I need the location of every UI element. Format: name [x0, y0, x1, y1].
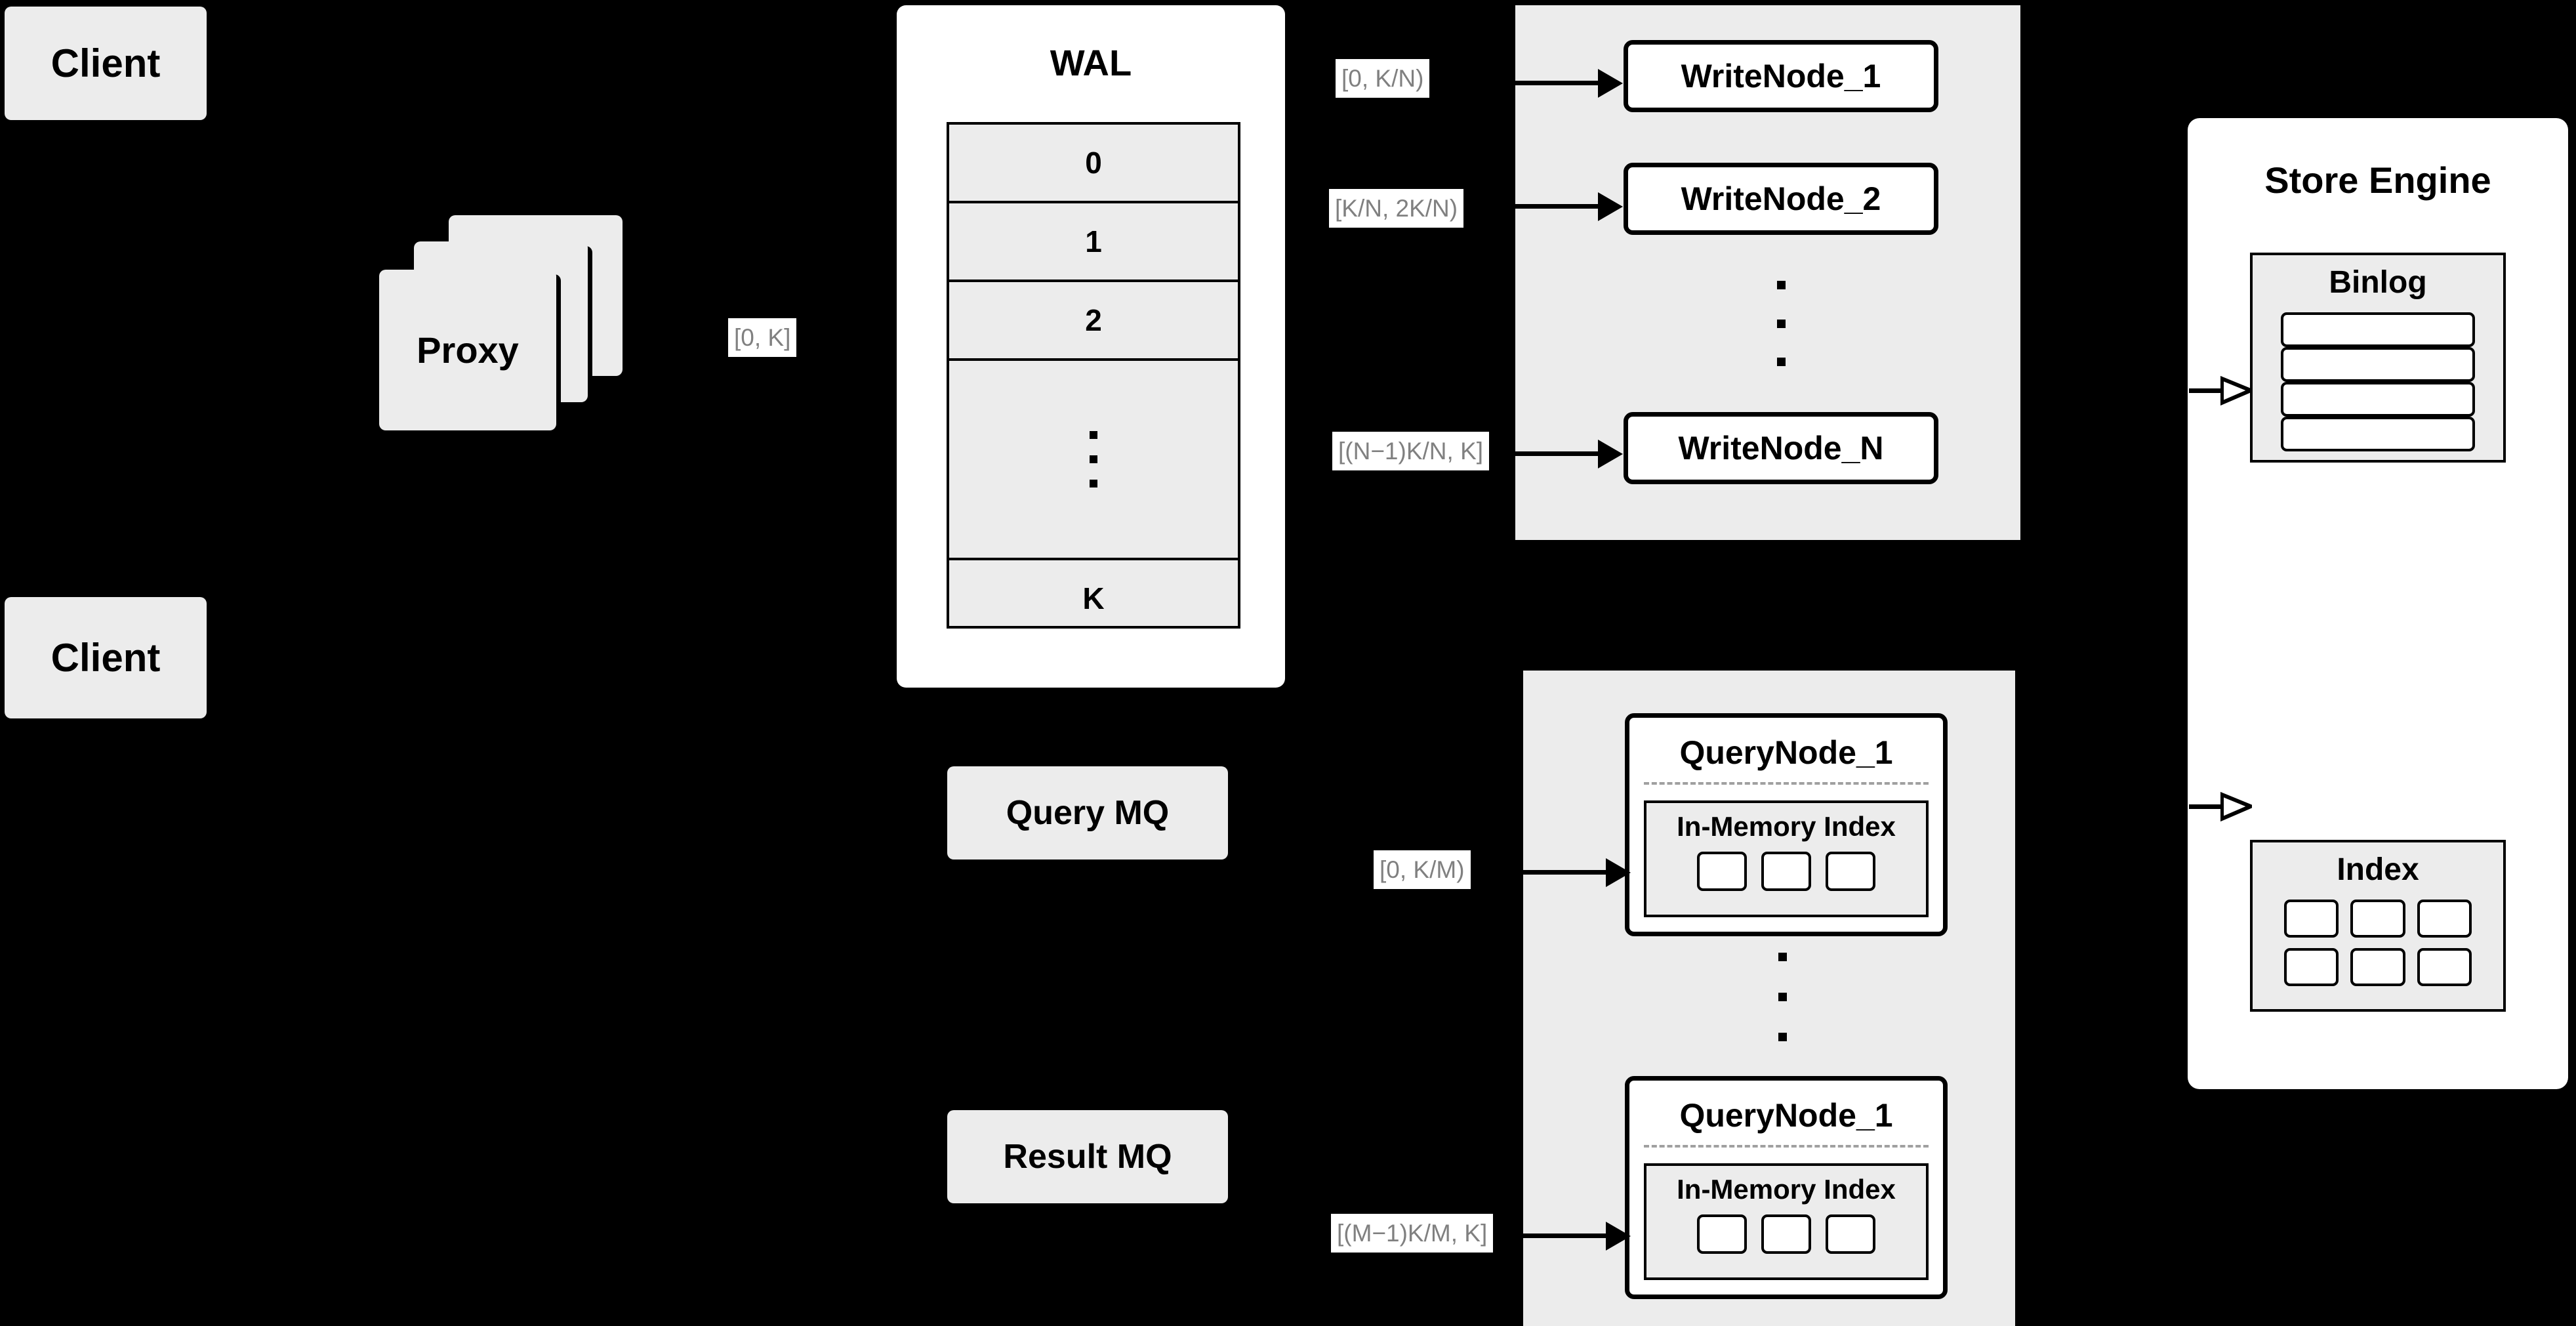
query-node-m-separator: [1644, 1145, 1929, 1148]
arrow-line-writenode-n: [1509, 451, 1599, 456]
write-node-n-label: WriteNode_N: [1678, 430, 1884, 466]
index-grid-cell: [2350, 948, 2405, 986]
index-cell: [1826, 852, 1875, 891]
index-grid-cell: [2284, 900, 2339, 938]
binlog-row: [2281, 417, 2475, 451]
write-node-1[interactable]: WriteNode_1: [1624, 40, 1938, 112]
edge-label-querynode-m: [(M−1)K/M, K]: [1331, 1214, 1494, 1253]
edge-label-writenode-2: [K/N, 2K/N): [1329, 189, 1464, 228]
wal-row-k: K: [1082, 581, 1105, 615]
arrow-line-binlog: [2189, 388, 2223, 393]
edge-label-writenode-1: [0, K/N): [1336, 59, 1430, 98]
client-box-2[interactable]: Client: [5, 597, 207, 718]
result-mq-box[interactable]: Result MQ: [947, 1110, 1228, 1203]
store-engine-panel: Store Engine Binlog Index: [2188, 118, 2568, 1089]
index-grid-cell: [2284, 948, 2339, 986]
arrow-head-binlog-open: [2220, 376, 2252, 405]
arrow-head-index-open: [2220, 792, 2252, 821]
binlog-row: [2281, 347, 2475, 382]
write-node-ellipsis: [1768, 281, 1794, 366]
store-engine-title: Store Engine: [2264, 159, 2491, 201]
arrow-line-writenode-1: [1509, 81, 1599, 85]
ellipsis-dot: [1776, 281, 1786, 289]
index-cell: [1697, 1214, 1747, 1254]
index-grid-cell: [2417, 900, 2472, 938]
arrow-head-writenode-n: [1598, 440, 1623, 468]
arrow-head-writenode-2: [1598, 192, 1623, 221]
query-node-m[interactable]: QueryNode_1 In-Memory Index: [1625, 1076, 1948, 1299]
query-node-1-separator: [1644, 782, 1929, 785]
query-mq-label: Query MQ: [1006, 794, 1170, 832]
binlog-row: [2281, 382, 2475, 417]
wal-row-1: 1: [949, 203, 1238, 282]
ellipsis-dot: [1778, 993, 1787, 1001]
ellipsis-dot: [1776, 358, 1786, 366]
query-mq-box[interactable]: Query MQ: [947, 766, 1228, 860]
query-node-group-panel: QueryNode_1 In-Memory Index QueryNode_1 …: [1523, 671, 2015, 1326]
wal-row-ellipsis: [949, 361, 1238, 560]
write-node-2-label: WriteNode_2: [1681, 180, 1881, 217]
write-node-n[interactable]: WriteNode_N: [1624, 412, 1938, 484]
ellipsis-dot: [1776, 319, 1786, 328]
arrow-line-querynode-m: [1515, 1233, 1607, 1238]
query-node-m-title: QueryNode_1: [1679, 1097, 1893, 1134]
ellipsis-dot: [1090, 480, 1097, 487]
wal-panel: WAL 0 1 2 K: [897, 5, 1285, 688]
proxy-card-front[interactable]: Proxy: [379, 270, 556, 430]
write-node-1-label: WriteNode_1: [1681, 58, 1881, 94]
wal-row-2: 2: [949, 282, 1238, 361]
index-cell: [1761, 1214, 1811, 1254]
query-node-ellipsis: [1769, 953, 1795, 1041]
arrow-line-index: [2189, 804, 2223, 809]
arrow-line-writenode-2: [1509, 204, 1599, 209]
proxy-label: Proxy: [417, 329, 519, 371]
ellipsis-dot: [1090, 431, 1097, 439]
query-node-1[interactable]: QueryNode_1 In-Memory Index: [1625, 713, 1948, 936]
binlog-rows: [2281, 312, 2475, 451]
arrow-line-querynode-1: [1515, 870, 1607, 875]
wal-table: 0 1 2 K: [947, 122, 1240, 629]
ellipsis-dot: [1090, 455, 1097, 463]
query-node-1-index-cells: [1646, 852, 1926, 891]
wal-row-0: 0: [949, 125, 1238, 203]
index-cell: [1826, 1214, 1875, 1254]
client-box-1[interactable]: Client: [5, 7, 207, 120]
index-grid-cell: [2350, 900, 2405, 938]
client-label-1: Client: [51, 41, 161, 85]
arrow-head-querynode-1: [1606, 858, 1631, 887]
ellipsis-dot: [1778, 953, 1787, 961]
index-cell: [1761, 852, 1811, 891]
binlog-title: Binlog: [2329, 265, 2427, 300]
binlog-row: [2281, 312, 2475, 347]
write-node-group-panel: WriteNode_1 WriteNode_2 WriteNode_N: [1515, 5, 2020, 540]
write-node-2[interactable]: WriteNode_2: [1624, 163, 1938, 235]
index-grid-cell: [2417, 948, 2472, 986]
ellipsis-dot: [1778, 1033, 1787, 1041]
index-cell: [1697, 852, 1747, 891]
proxy-stack[interactable]: Proxy: [379, 215, 668, 432]
edge-label-proxy-to-wal: [0, K]: [728, 318, 797, 357]
query-node-1-title: QueryNode_1: [1679, 734, 1893, 771]
query-node-m-index-title: In-Memory Index: [1677, 1174, 1896, 1205]
arrow-head-querynode-m: [1606, 1222, 1631, 1251]
binlog-box: Binlog: [2250, 253, 2506, 463]
query-node-m-inmemory-index: In-Memory Index: [1644, 1163, 1929, 1280]
result-mq-label: Result MQ: [1003, 1138, 1172, 1176]
edge-label-querynode-1: [0, K/M): [1374, 850, 1471, 889]
index-box: Index: [2250, 840, 2506, 1012]
edge-label-writenode-n: [(N−1)K/N, K]: [1332, 432, 1490, 470]
index-grid: [2284, 900, 2472, 986]
index-title: Index: [2337, 852, 2419, 887]
wal-title: WAL: [1050, 42, 1132, 83]
query-node-m-index-cells: [1646, 1214, 1926, 1254]
client-label-2: Client: [51, 636, 161, 680]
query-node-1-inmemory-index: In-Memory Index: [1644, 800, 1929, 917]
arrow-head-writenode-1: [1598, 69, 1623, 98]
query-node-1-index-title: In-Memory Index: [1677, 811, 1896, 842]
